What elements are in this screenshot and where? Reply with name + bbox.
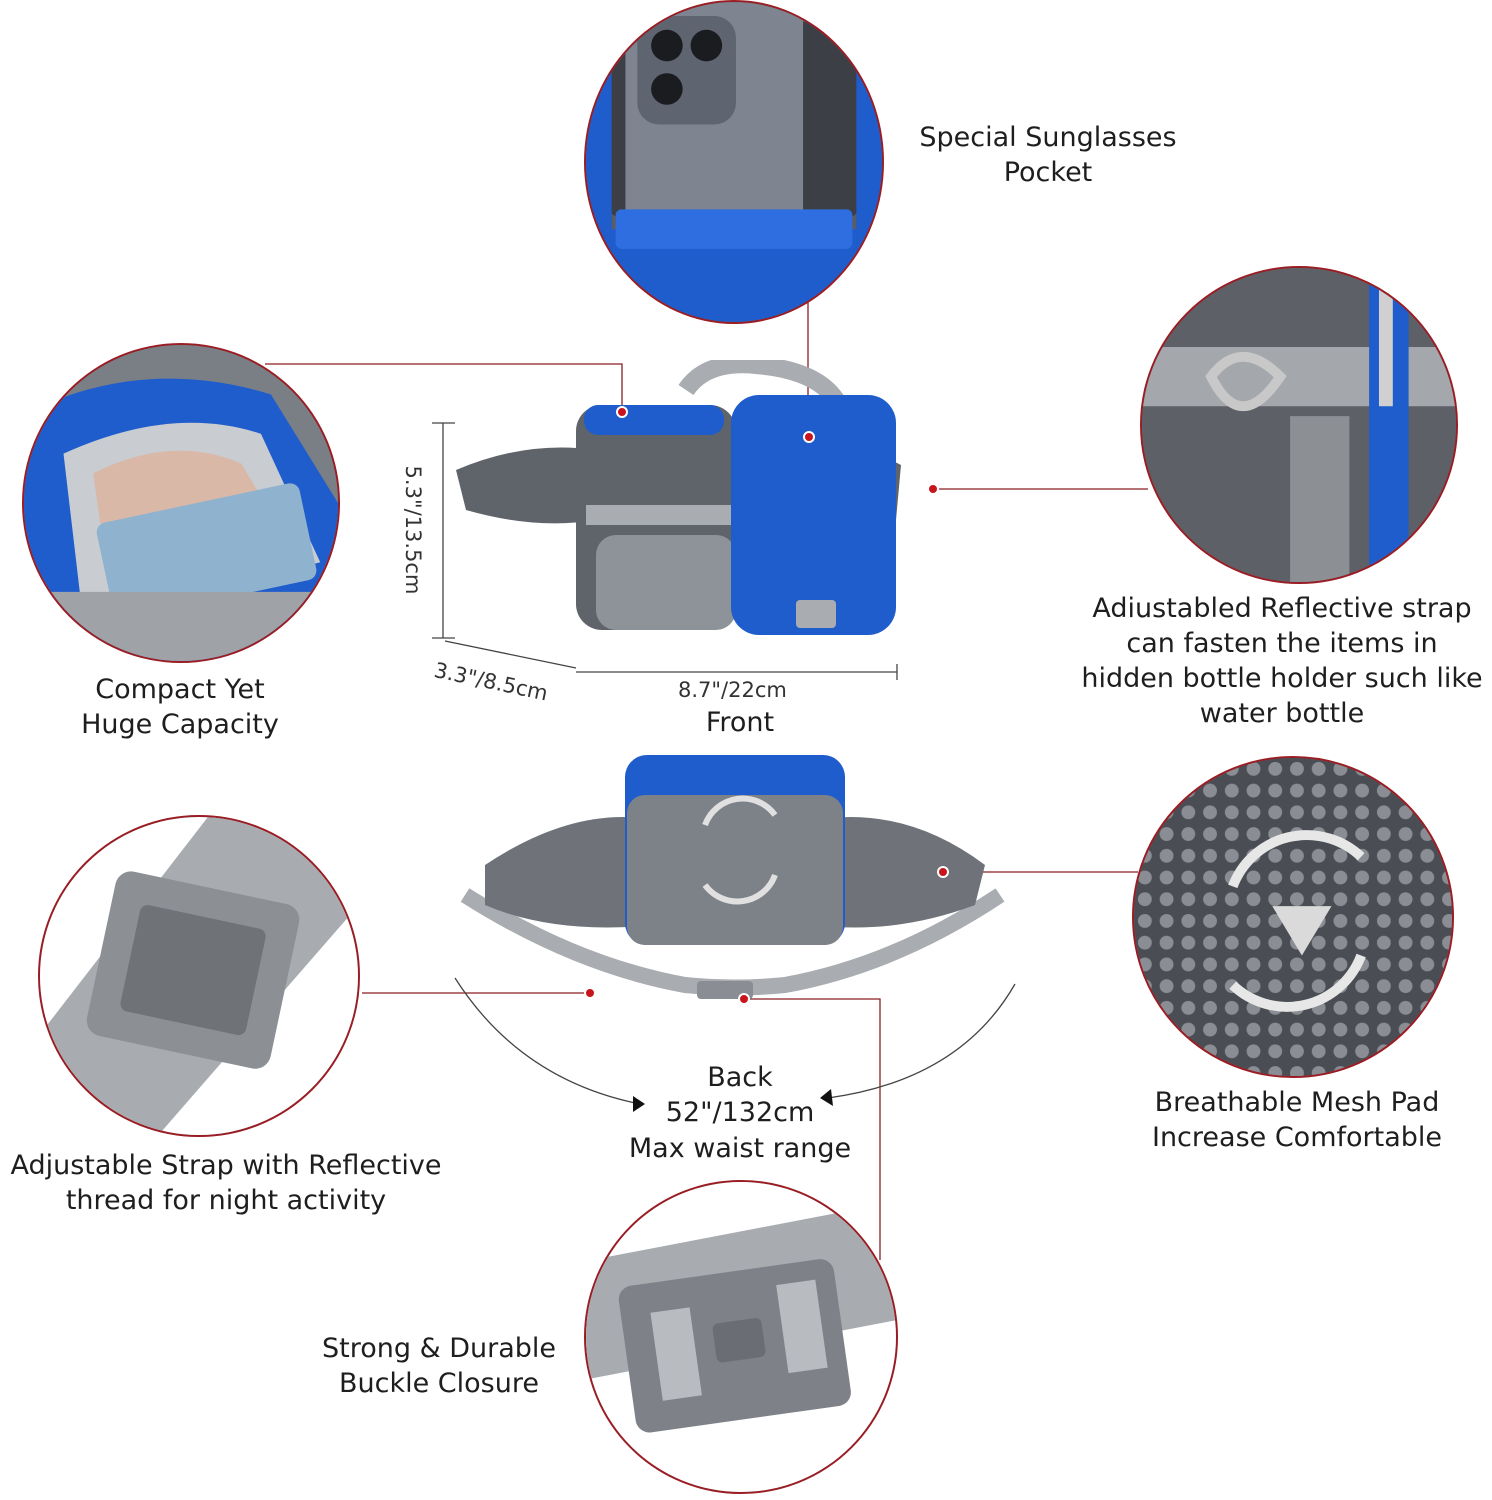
height-dimension: 5.3"/13.5cm [401, 465, 425, 595]
pocket-marker [803, 431, 815, 443]
bag-front-image [456, 360, 901, 635]
back-view-label: Back [707, 1062, 773, 1093]
sunglasses-pocket-label: Special Sunglasses Pocket [919, 122, 1177, 188]
buckle-marker [738, 993, 750, 1005]
buckle-icon [586, 1182, 896, 1492]
bag-back-image [460, 755, 1005, 999]
buckle-zoom [584, 1180, 898, 1494]
open-main-compartment-icon [24, 345, 338, 661]
phone-in-pocket-icon [586, 2, 882, 322]
waist-value: 52"/132cm [665, 1097, 815, 1128]
strap-slider-icon [40, 817, 358, 1135]
adjustable-strap-label: Adjustable Strap with Reflective thread … [10, 1150, 442, 1216]
reflective-strap-zoom [1140, 266, 1458, 584]
adjustable-strap-zoom [38, 815, 360, 1137]
d-ring-strap-icon [1142, 268, 1456, 582]
front-view-label: Front [705, 707, 775, 738]
compact-marker [616, 406, 628, 418]
strap-marker [584, 987, 596, 999]
mesh-pad-zoom [1132, 756, 1454, 1078]
mesh-pad-label: Breathable Mesh Pad Increase Comfortable [1151, 1087, 1443, 1153]
waist-caption: Max waist range [628, 1133, 852, 1164]
reflective-strap-label: Adiustabled Reflective strap can fasten … [1081, 593, 1483, 729]
buckle-label: Strong & Durable Buckle Closure [321, 1333, 557, 1399]
compact-capacity-zoom [22, 343, 340, 663]
mesh-airflow-icon [1134, 758, 1452, 1076]
reflective-marker [927, 483, 939, 495]
sunglasses-pocket-zoom [584, 0, 884, 324]
depth-dimension: 3.3"/8.5cm [432, 658, 551, 706]
compact-capacity-label: Compact Yet Huge Capacity [81, 674, 279, 740]
mesh-marker [937, 866, 949, 878]
width-dimension: 8.7"/22cm [678, 678, 787, 702]
